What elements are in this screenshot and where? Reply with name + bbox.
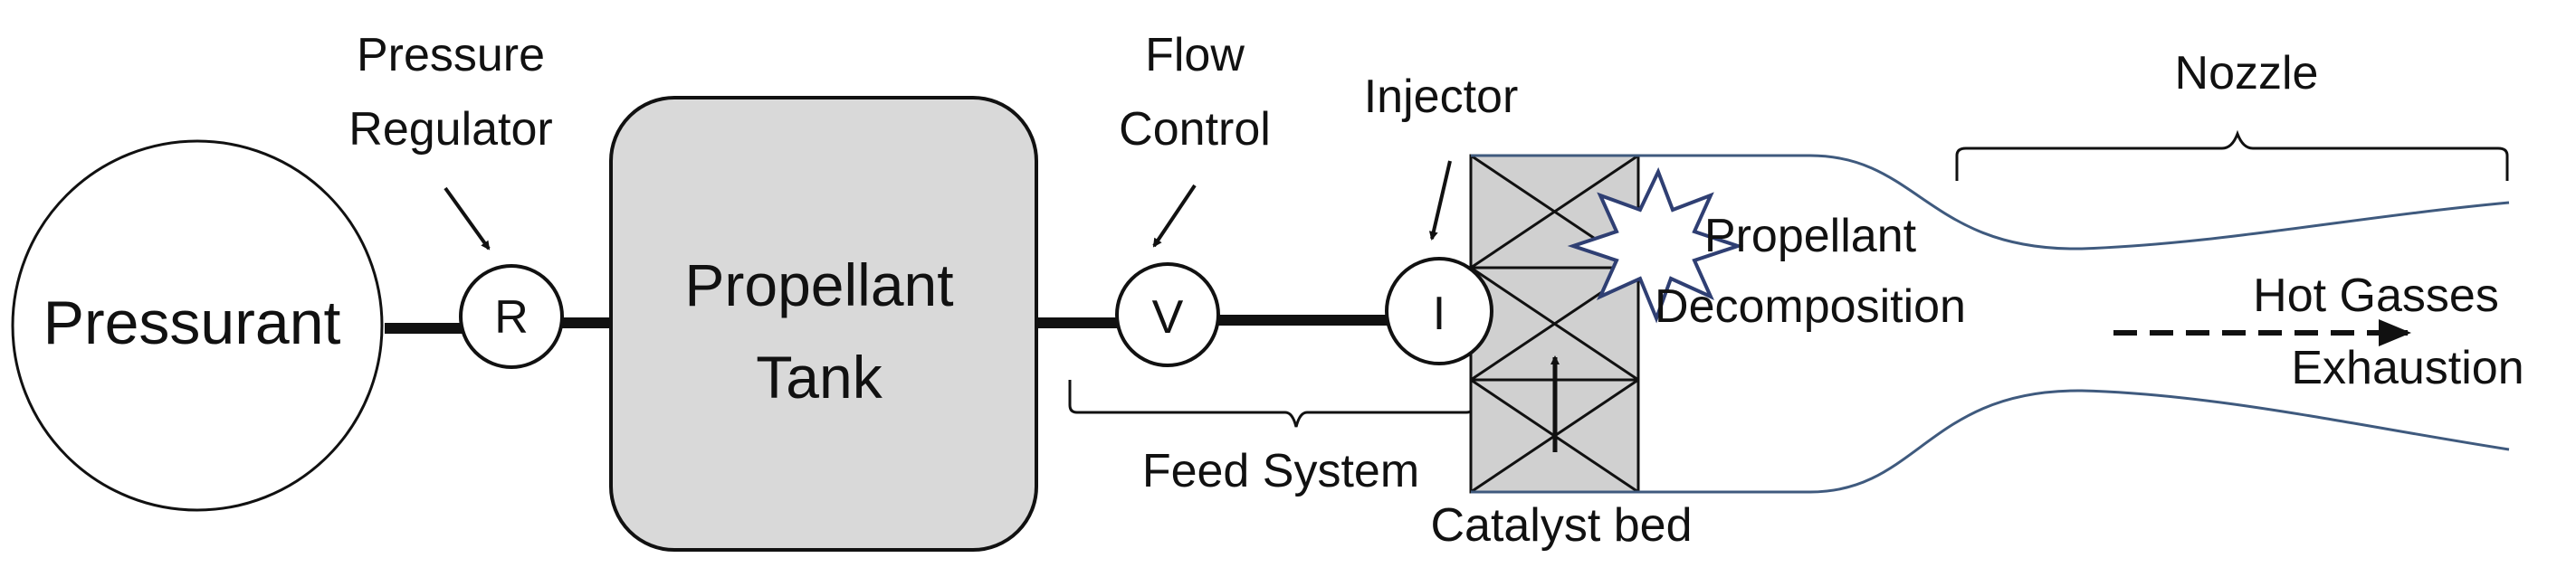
pressure-regulator-label-line1: Pressure [357,29,545,81]
pressurant-sphere [11,139,384,512]
valve-circle [1115,262,1220,367]
propellant-tank-label-line2: Tank [756,344,883,411]
valve-symbol: V [1152,291,1184,344]
nozzle-label: Nozzle [2175,47,2319,99]
pressure-regulator-label-line2: Regulator [348,103,552,156]
chamber-wall-bottom [1471,389,2510,494]
pressure-regulator: R Pressure Regulator [348,29,564,369]
catalyst-bed-label: Catalyst bed [1430,499,1692,552]
feed-system-label: Feed System [1142,445,1419,497]
injector-label: Injector [1364,71,1519,123]
burst-icon [1567,166,1744,324]
catalyst-bed: Catalyst bed [1430,154,1693,552]
flow-control-valve: V Flow Control [1115,29,1271,367]
regulator-circle [459,264,564,369]
exhaust-label-line1: Hot Gasses [2253,270,2499,322]
injector-circle [1385,257,1493,365]
feed-system-brace [1068,380,1475,428]
injector-callout-arrow [1428,160,1452,241]
propellant-tank-label-line1: Propellant [684,251,953,318]
decomposition-burst: Propellant Decomposition [1567,166,1966,333]
pressurant: Pressurant [11,139,384,512]
flow-control-label-line1: Flow [1145,29,1245,81]
decomposition-label-line2: Decomposition [1655,280,1966,333]
propellant-tank-box [609,96,1038,552]
exhaust-label-line2: Exhaustion [2291,342,2524,394]
nozzle: Nozzle [1471,47,2510,494]
propellant-tank: Propellant Tank [609,96,1038,552]
nozzle-brace [1955,129,2509,181]
regulator-symbol: R [494,291,529,344]
injector-symbol: I [1433,288,1445,340]
flow-control-label-line2: Control [1119,103,1271,156]
pressurant-label: Pressurant [43,288,341,357]
exhaust: Hot Gasses Exhaustion [2113,270,2524,394]
chamber-wall-top [1471,154,2510,251]
feed-lines [385,315,1389,334]
feed-system-bracket: Feed System [1068,380,1475,497]
decomposition-label-line1: Propellant [1704,210,1917,262]
pressure-regulator-callout-arrow [444,186,491,251]
injector: I Injector [1364,71,1519,365]
flow-control-callout-arrow [1152,184,1197,248]
